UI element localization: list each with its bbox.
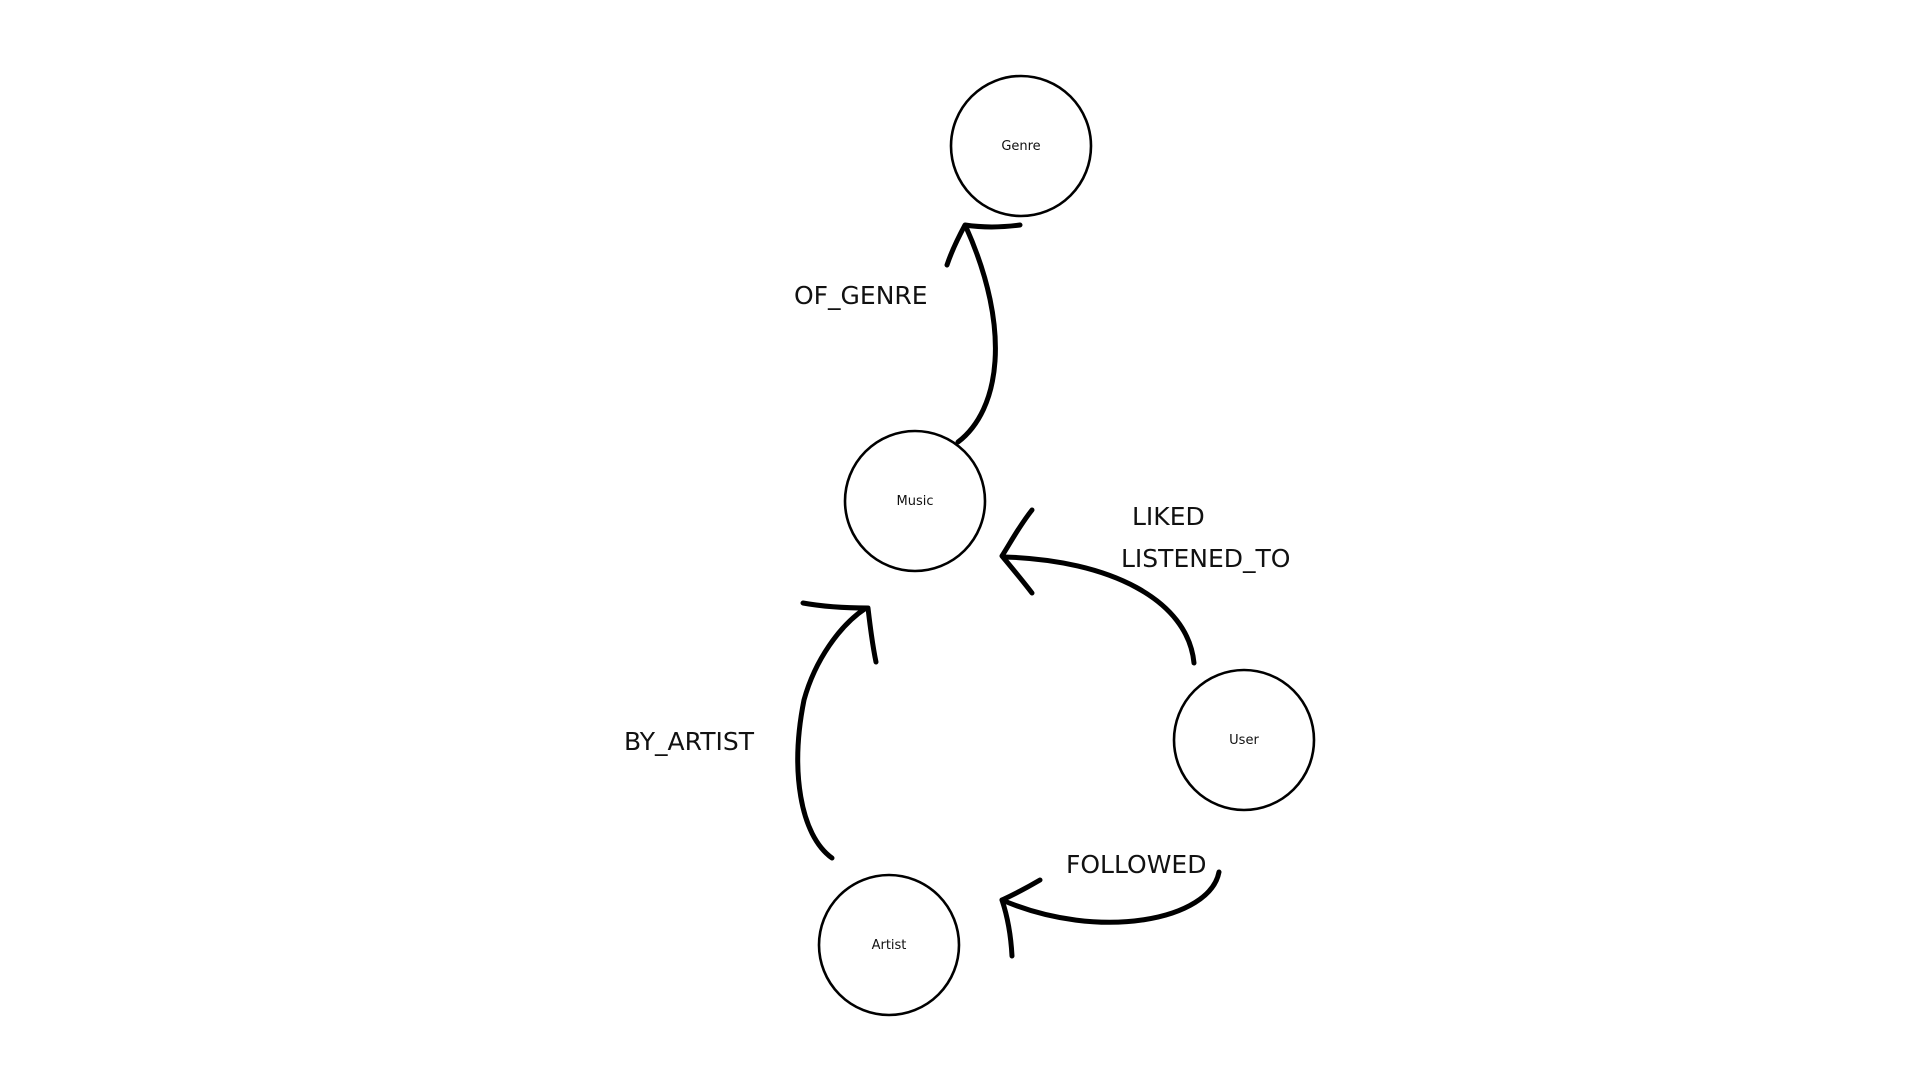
edge-by-artist-line [795, 605, 869, 861]
node-genre-circle [949, 74, 1093, 218]
edge-label-liked: LIKED [1132, 502, 1205, 531]
node-user-label: User [1229, 733, 1259, 748]
edge-followed-line [999, 869, 1222, 925]
edge-user-music-line [1001, 554, 1197, 666]
node-artist-label: Artist [872, 938, 907, 953]
node-music-label: Music [897, 494, 934, 509]
node-artist[interactable]: Artist [817, 873, 961, 1017]
edge-of-genre [944, 222, 1023, 445]
node-genre-label: Genre [1001, 139, 1040, 154]
node-artist-circle [817, 873, 961, 1017]
edge-of-genre-line [955, 224, 998, 445]
edge-label-followed: FOLLOWED [1066, 850, 1206, 879]
edge-by-artist [795, 600, 879, 861]
node-user-circle [1172, 668, 1316, 812]
edge-by-artist-arrowhead [800, 600, 879, 665]
edge-followed [999, 869, 1222, 959]
node-music-circle [843, 429, 987, 573]
node-genre[interactable]: Genre [949, 74, 1093, 218]
node-music[interactable]: Music [843, 429, 987, 573]
edge-user-music-arrowhead [999, 507, 1035, 596]
edge-label-of-genre: OF_GENRE [794, 281, 928, 310]
edge-label-by-artist: BY_ARTIST [624, 727, 755, 756]
edge-label-listened-to: LISTENED_TO [1121, 544, 1290, 573]
edge-followed-arrowhead [999, 877, 1043, 959]
node-user[interactable]: User [1172, 668, 1316, 812]
edge-user-music [999, 507, 1197, 666]
edge-of-genre-arrowhead [944, 222, 1023, 268]
